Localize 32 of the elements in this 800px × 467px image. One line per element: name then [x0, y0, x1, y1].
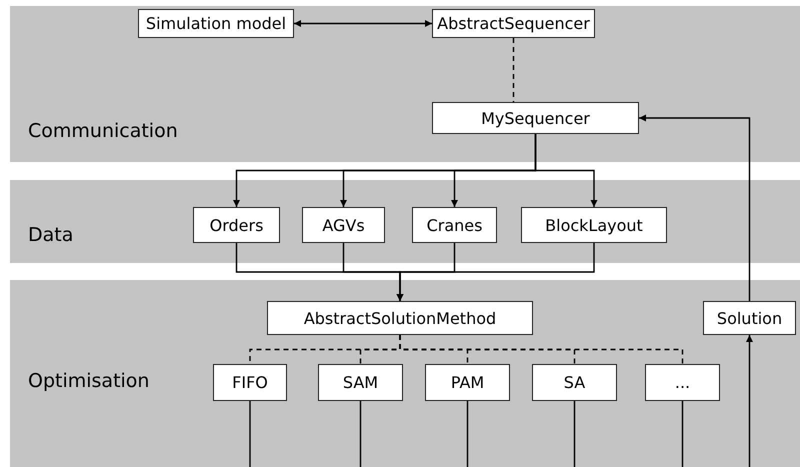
class-box: Cranes: [412, 207, 497, 243]
layer-label: Data: [28, 224, 74, 246]
arrow: [294, 20, 432, 27]
arrow: [746, 335, 753, 467]
class-box: SAM: [318, 364, 403, 401]
arrow: [396, 243, 595, 301]
class-box: Orders: [193, 207, 280, 243]
class-box: PAM: [425, 364, 510, 401]
arrow: [639, 114, 750, 301]
connector-line: [512, 38, 514, 102]
connector-line: [682, 401, 684, 467]
class-box: AbstractSequencer: [432, 9, 595, 38]
class-box: AbstractSolutionMethod: [267, 301, 533, 335]
class-box: AGVs: [302, 207, 385, 243]
layer-label: Communication: [28, 120, 178, 142]
layer-band: [10, 180, 800, 263]
layer-band: [10, 280, 800, 467]
class-box: Simulation model: [138, 9, 294, 38]
class-box: BlockLayout: [521, 207, 667, 243]
class-box: SA: [532, 364, 617, 401]
connector-line: [574, 401, 576, 467]
connector-line: [360, 401, 362, 467]
layer-label: Optimisation: [28, 370, 150, 392]
connector-line: [399, 335, 684, 364]
connector-line: [249, 401, 251, 467]
layer-band: [10, 6, 800, 162]
arrow: [534, 134, 598, 207]
connector-line: [466, 401, 468, 467]
class-box: Solution: [703, 301, 796, 335]
class-box: FIFO: [213, 364, 287, 401]
class-box: ...: [645, 364, 720, 401]
class-box: MySequencer: [432, 102, 639, 134]
